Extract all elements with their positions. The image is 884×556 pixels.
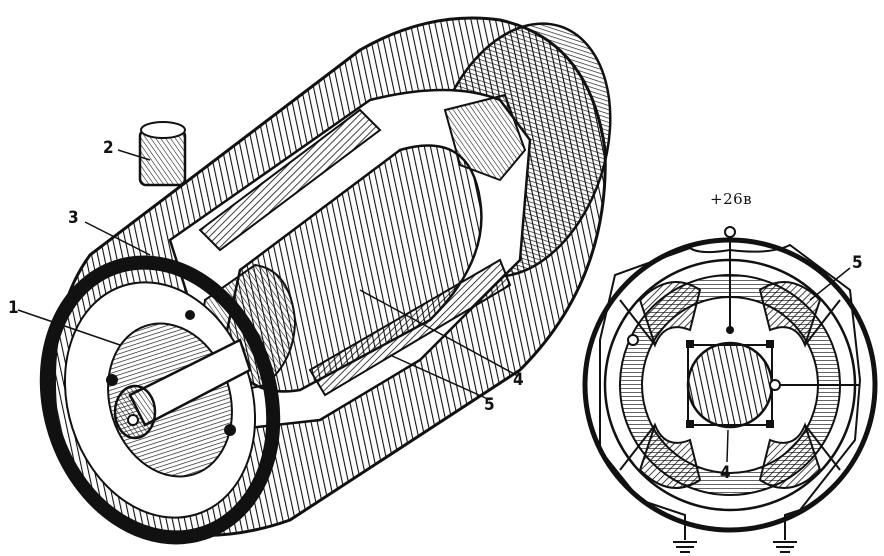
front-flange (39, 255, 281, 545)
pole-top-right (758, 281, 822, 348)
label-3: 3 (68, 208, 79, 228)
schematic-label-4: 4 (720, 463, 731, 483)
brush-holder (443, 93, 527, 182)
schematic-leaders (726, 267, 851, 463)
drive-pinion (113, 384, 157, 440)
schematic-label-5: 5 (852, 253, 863, 273)
brush (686, 420, 694, 428)
bolt (106, 374, 118, 386)
motor-cutaway (17, 16, 612, 545)
ground-symbol-right (773, 541, 797, 553)
leader-lines (17, 149, 519, 401)
wiring-schematic (582, 226, 878, 553)
brush (766, 420, 774, 428)
supply-terminal (724, 226, 736, 238)
label-4: 4 (513, 370, 524, 390)
junction (726, 326, 734, 334)
wiring (599, 236, 862, 540)
label-5: 5 (484, 395, 495, 415)
pole-top-left (638, 281, 702, 348)
bolt (185, 310, 195, 320)
brush (766, 340, 774, 348)
label-1: 1 (8, 298, 19, 318)
pole-windings (638, 281, 822, 489)
field-winding-bottom (308, 258, 512, 397)
pinion-center (127, 414, 139, 426)
junction (627, 334, 639, 346)
ground-symbol-left (673, 541, 697, 553)
armature-core (686, 341, 774, 429)
field-winding-top (198, 108, 382, 252)
pole-bottom-left (638, 422, 702, 489)
label-2: 2 (103, 138, 114, 158)
junction (769, 379, 781, 391)
connector-top (140, 121, 186, 139)
supply-voltage-label: +26в (710, 190, 753, 208)
brush (686, 340, 694, 348)
pole-bottom-right (758, 422, 822, 489)
bolt (224, 424, 236, 436)
